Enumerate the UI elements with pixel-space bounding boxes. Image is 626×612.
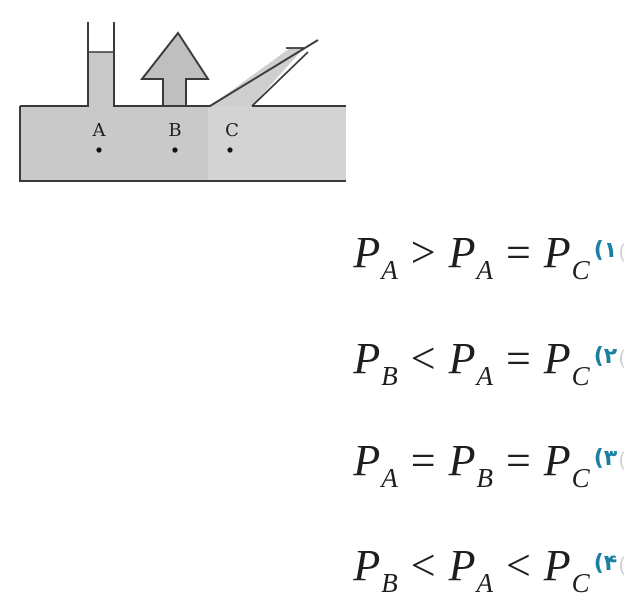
formula-subscript: C [571, 360, 590, 391]
formula-subscript: A [476, 360, 493, 391]
option-number: (۳ [593, 445, 618, 471]
option-number-text: ۴ [603, 550, 618, 576]
formula-subscript: A [381, 462, 398, 493]
formula-subscript: B [476, 462, 493, 493]
cropped-paren: ( [618, 346, 626, 370]
formula-symbol: P [543, 540, 571, 590]
formula-symbol: P [448, 540, 476, 590]
formula-subscript: C [571, 462, 590, 493]
point-b-label: B [168, 120, 181, 141]
formula-symbol: P [543, 435, 571, 485]
formula-operator: = [505, 333, 531, 383]
tank-outline [19, 22, 346, 182]
option-number: (۴ [593, 550, 618, 576]
formula-subscript: C [571, 254, 590, 285]
formula-symbol: P [543, 333, 571, 383]
pressure-container-figure: A B C [19, 22, 346, 182]
cropped-paren: ( [618, 240, 626, 264]
cropped-paren: ( [618, 553, 626, 577]
tube-a-fluid [88, 52, 114, 106]
cropped-paren: ( [618, 448, 626, 472]
formula-operator: < [410, 333, 436, 383]
formula-subscript: A [381, 254, 398, 285]
formula-subscript: C [571, 567, 590, 598]
formula-symbol: P [353, 540, 381, 590]
formula-symbol: P [448, 227, 476, 277]
tank-right-shade [208, 106, 346, 181]
formula-subscript: B [381, 360, 398, 391]
point-a-label: A [92, 120, 107, 141]
point-a-dot [96, 147, 102, 153]
formula-symbol: P [543, 227, 571, 277]
formula-operator: = [505, 435, 531, 485]
option-number-text: ۳ [603, 445, 618, 471]
arrow-head [139, 31, 210, 107]
point-b-dot [172, 147, 178, 153]
formula-symbol: P [353, 227, 381, 277]
option-number-text: ۱ [603, 237, 618, 263]
formula-subscript: B [381, 567, 398, 598]
point-c-dot [227, 147, 233, 153]
formula-symbol: P [353, 333, 381, 383]
formula-operator: = [505, 227, 531, 277]
formula-operator: < [410, 540, 436, 590]
formula-operator: < [505, 540, 531, 590]
formula-operator: > [410, 227, 436, 277]
option-number: (۱ [593, 237, 618, 263]
formula-subscript: A [476, 254, 493, 285]
formula-symbol: P [448, 333, 476, 383]
formula-subscript: A [476, 567, 493, 598]
option-number-text: ۲ [603, 343, 618, 369]
point-c-label: C [225, 120, 239, 141]
formula-symbol: P [448, 435, 476, 485]
formula-operator: = [410, 435, 436, 485]
tube-c-inner-line [251, 47, 309, 107]
formula-symbol: P [353, 435, 381, 485]
option-number: (۲ [593, 343, 618, 369]
